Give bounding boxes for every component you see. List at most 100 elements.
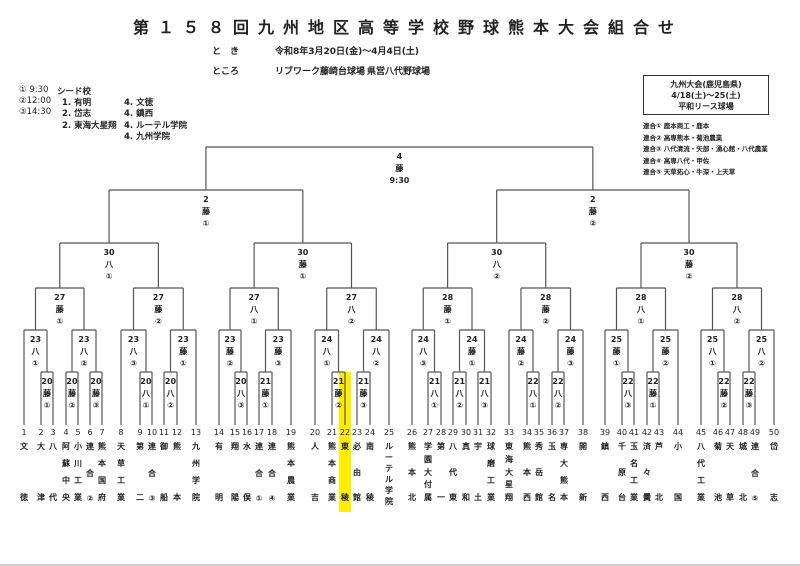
match-venue: 藤 (55, 305, 64, 314)
team-name-char: 二 (136, 493, 144, 502)
team-name: 宇土 (471, 441, 485, 503)
team-name-char: 蘇 (62, 459, 70, 468)
match-date: 28 (540, 293, 552, 302)
team-name: 玉名工業 (627, 441, 641, 503)
team-name-char: 大 (505, 467, 513, 477)
match-date: 23 (177, 335, 189, 344)
match-slot: ① (56, 317, 64, 326)
team-number: 37 (558, 428, 570, 437)
match-venue: 藤 (745, 389, 753, 398)
team-name: 千原台 (615, 441, 629, 503)
team-number: 30 (460, 428, 472, 437)
team-name-char: 岱 (770, 442, 778, 451)
team-name: 九州学院 (189, 441, 203, 503)
match-date: 27 (152, 293, 164, 302)
team-number: 10 (146, 428, 158, 437)
team-name: 学園大付属 (421, 441, 435, 503)
kyushu-tournament-box: 九州大会(鹿児島県) 4/18(土)～25(土) 平和リース球場 (643, 75, 769, 115)
team-name-char: 吉 (311, 493, 319, 502)
match-slot: ② (493, 272, 501, 281)
team-name-char: 園 (424, 454, 432, 464)
match-date: 30 (491, 248, 503, 257)
match-venue: 藤 (274, 347, 283, 356)
team-name-char: 本 (287, 459, 295, 468)
match-slot: ② (226, 359, 234, 368)
rengo-item: 連合② 高専熊本・菊池農業 (643, 133, 723, 142)
match-venue: 八 (554, 389, 562, 398)
match-slot: ③ (237, 401, 245, 410)
team-name-char: 黌 (643, 493, 651, 502)
team-name-char: 代 (49, 493, 57, 502)
team-name-char: 名 (548, 493, 556, 502)
team-name-char: 本 (98, 459, 106, 468)
match-venue: 八 (492, 260, 501, 269)
match-venue: 藤 (395, 164, 404, 173)
team-name-char: 台 (618, 493, 626, 502)
team-name-char: 北 (408, 493, 416, 502)
match-venue: 藤 (179, 347, 188, 356)
match-date: 22 (718, 377, 730, 386)
team-name-char: 農 (287, 476, 295, 485)
team-number: 11 (158, 428, 170, 437)
team-name-char: 本 (173, 493, 181, 502)
team-number: 49 (749, 428, 761, 437)
team-name-char: 西 (523, 493, 531, 502)
team-number: 44 (672, 428, 684, 437)
team-number: 41 (628, 428, 640, 437)
match-slot: ① (105, 272, 113, 281)
match-venue: 八 (347, 305, 356, 314)
team-name-char: 池 (714, 493, 722, 502)
team-name: 大津 (34, 441, 48, 503)
match-date: 2 (590, 195, 596, 204)
match-slot: ② (542, 317, 550, 326)
team-name-char: ⑤ (751, 494, 759, 503)
match-date: 24 (564, 335, 577, 344)
match-slot: ① (649, 401, 657, 410)
team-name-char: 熊 (287, 442, 295, 451)
match-date: 21 (453, 377, 466, 386)
team-name-char: ① (255, 494, 263, 503)
team-name-char: 院 (192, 493, 200, 502)
team-name-char: 熊 (408, 442, 416, 451)
team-name: 開新 (576, 441, 590, 503)
match-date: 20 (140, 377, 152, 386)
where-label: ところ (212, 67, 240, 77)
match-slot: ① (262, 401, 269, 410)
seed-item: 1. 有明 (62, 98, 92, 108)
team-name-char: 合 (148, 468, 156, 478)
team-name-char: 業 (487, 493, 495, 502)
match-date: 2 (203, 195, 209, 204)
team-name-char: 有 (215, 442, 223, 451)
match-venue: 藤 (43, 389, 51, 398)
team-name-char: 芦 (655, 442, 663, 451)
match-venue: 八 (757, 347, 766, 356)
team-name-char: 草 (726, 493, 734, 502)
match-slot: 9:30 (389, 176, 410, 185)
team-name-char: 本 (328, 459, 336, 468)
team-name-char: 九 (192, 442, 200, 451)
match-date: 25 (659, 335, 672, 344)
team-name-char: 属 (424, 493, 432, 502)
seed-item: 4. 九州学院 (124, 132, 171, 142)
team-name-char: 千 (618, 442, 626, 451)
kyushu-line-3: 平和リース球場 (678, 102, 734, 111)
match-date: 28 (442, 293, 454, 302)
team-name-char: 付 (424, 480, 432, 490)
team-name: 天草工業 (114, 441, 128, 503)
match-date: 20 (41, 377, 53, 386)
team-number: 16 (241, 428, 253, 437)
